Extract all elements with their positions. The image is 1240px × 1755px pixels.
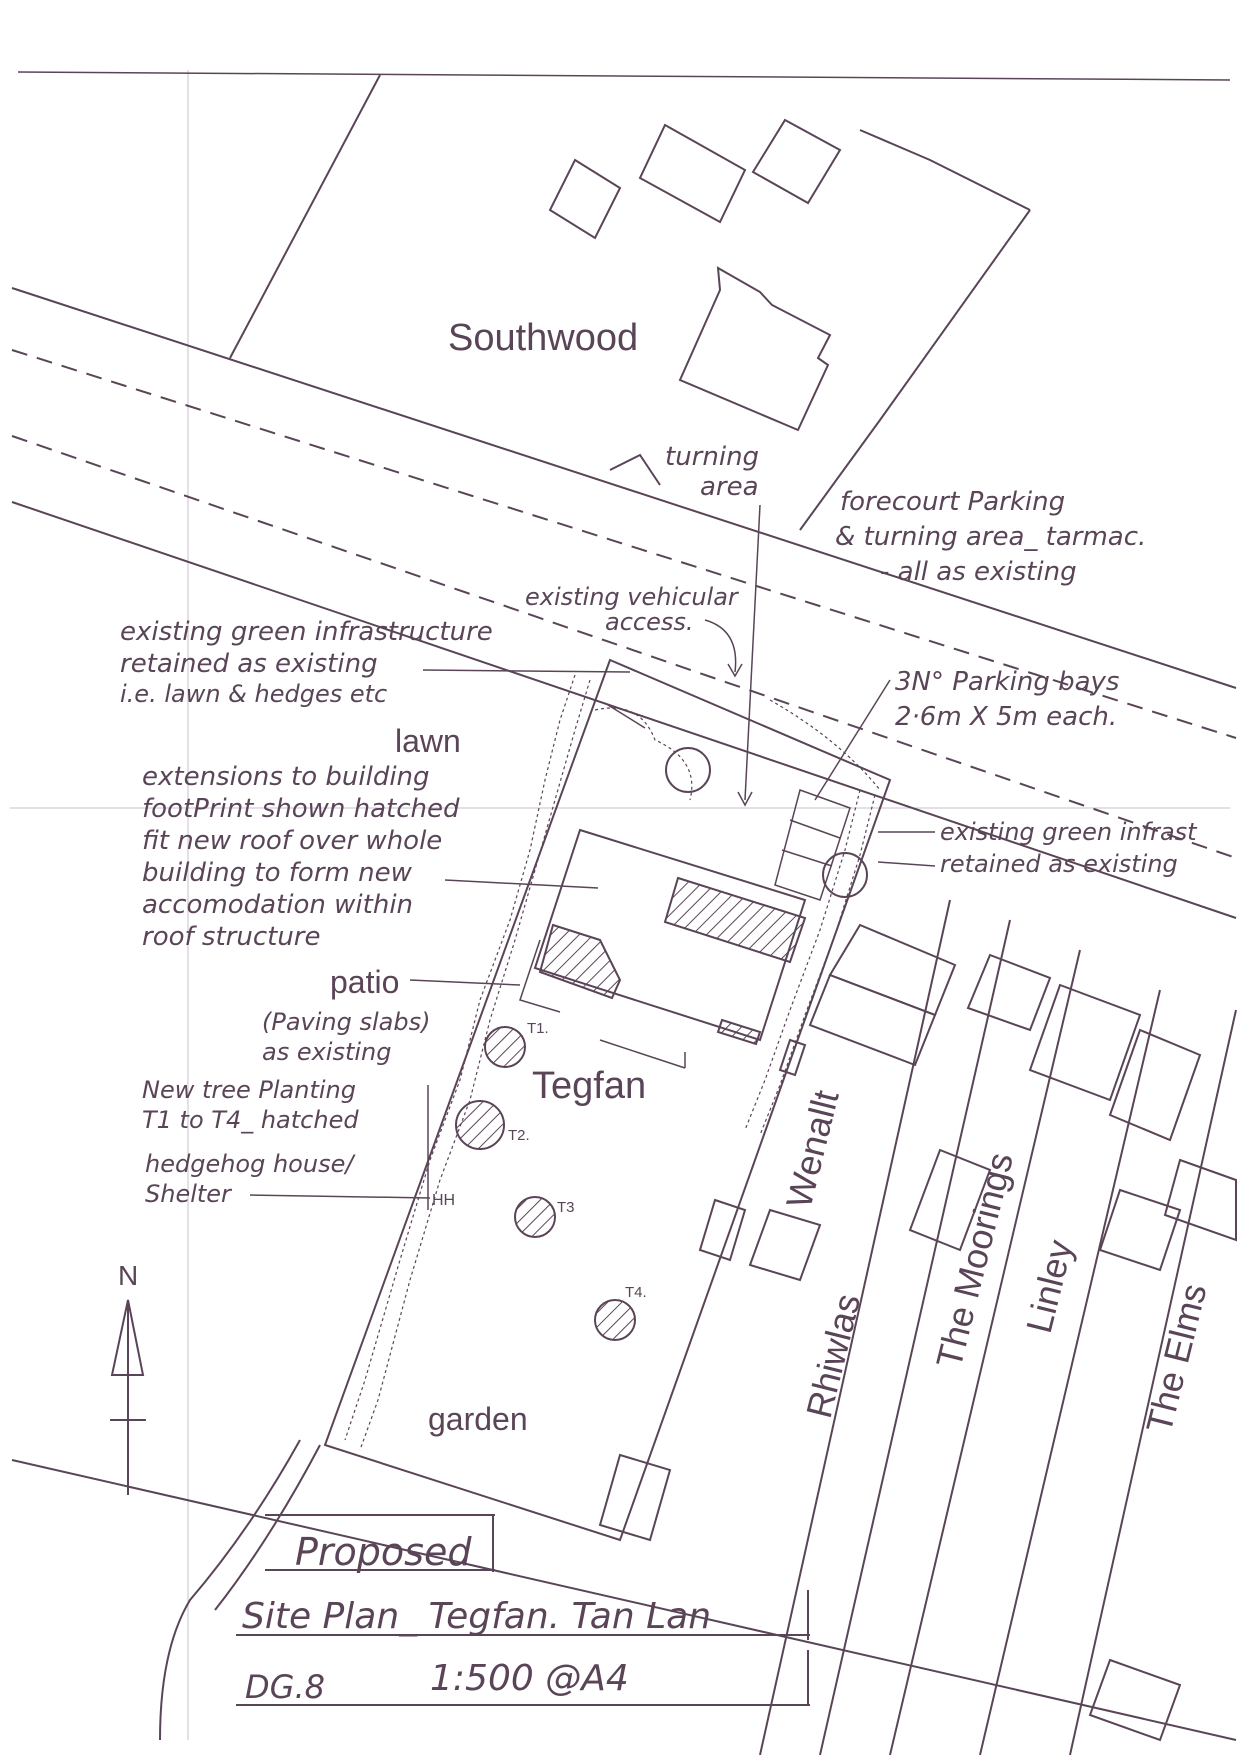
vehicular-access-note-1: existing vehicular — [525, 583, 740, 611]
paper-fold-lines — [10, 70, 1231, 1740]
green-infra-note-3: i.e. lawn & hedges etc — [120, 680, 387, 708]
title-block: Proposed Site Plan_ Tegfan. Tan Lan DG.8… — [236, 1514, 810, 1706]
tegfan-plot — [249, 504, 936, 1542]
parking-note-1: 3N° Parking bays — [895, 667, 1119, 697]
hedgehog-note-2: Shelter — [145, 1180, 233, 1208]
neighbouring-plots — [598, 899, 1237, 1755]
road — [11, 287, 1237, 919]
green-infra-note-1: existing green infrastructure — [120, 617, 493, 647]
lane — [11, 1439, 1237, 1741]
parking-note-2: 2·6m X 5m each. — [895, 702, 1117, 732]
new-trees — [455, 1026, 636, 1341]
north-arrow: N — [110, 1260, 146, 1495]
extensions-note-1: extensions to building — [142, 762, 430, 792]
extensions-note-2: footPrint shown hatched — [142, 794, 460, 824]
turning-area-label-2: area — [700, 472, 759, 502]
patio-label: patio — [330, 964, 399, 1000]
southwood-label: Southwood — [448, 317, 638, 359]
wenallt-label: Wenallt — [778, 1086, 847, 1212]
forecourt-note-3: - all as existing — [880, 557, 1077, 587]
lawn-label: lawn — [395, 723, 461, 759]
tree-label-t3: T3 — [557, 1199, 575, 1216]
green-infra-right-note-2: retained as existing — [940, 850, 1178, 878]
extensions-note-4: building to form new — [142, 858, 413, 888]
scale-label: 1:500 @A4 — [430, 1658, 629, 1699]
forecourt-note-2: & turning area_ tarmac. — [835, 522, 1146, 552]
extensions-note-5: accomodation within — [142, 890, 413, 920]
trees-note-2: T1 to T4_ hatched — [142, 1106, 359, 1134]
vehicular-access-note-2: access. — [605, 608, 694, 636]
tree-label-t4: T4. — [625, 1284, 647, 1301]
proposed-label: Proposed — [295, 1530, 472, 1574]
turning-area-label-1: turning — [665, 442, 759, 472]
tree-label-t1: T1. — [527, 1020, 549, 1037]
linley-label: Linley — [1018, 1236, 1081, 1337]
green-infra-right-note-1: existing green infrast — [940, 818, 1198, 846]
site-plan-title: Site Plan_ Tegfan. Tan Lan — [242, 1596, 711, 1637]
garden-label: garden — [428, 1401, 528, 1437]
hedgehog-house-label: HH — [432, 1192, 455, 1209]
rhiwlas-label: Rhiwlas — [798, 1290, 868, 1422]
tegfan-label: Tegfan — [532, 1065, 646, 1107]
extensions-note-3: fit new roof over whole — [142, 826, 442, 856]
green-infra-note-2: retained as existing — [120, 649, 378, 679]
hedgehog-note-1: hedgehog house/ — [145, 1150, 356, 1178]
forecourt-note-1: forecourt Parking — [840, 487, 1065, 517]
paving-note-1: (Paving slabs) — [262, 1008, 430, 1036]
the-elms-label: The Elms — [1138, 1279, 1215, 1436]
trees-note-1: New tree Planting — [142, 1076, 356, 1104]
tree-label-t2: T2. — [508, 1127, 530, 1144]
north-label: N — [118, 1260, 138, 1291]
paving-note-2: as existing — [262, 1038, 392, 1066]
extensions-note-6: roof structure — [142, 922, 320, 952]
drawing-number: DG.8 — [245, 1668, 325, 1706]
southwood-plot — [229, 74, 1031, 531]
